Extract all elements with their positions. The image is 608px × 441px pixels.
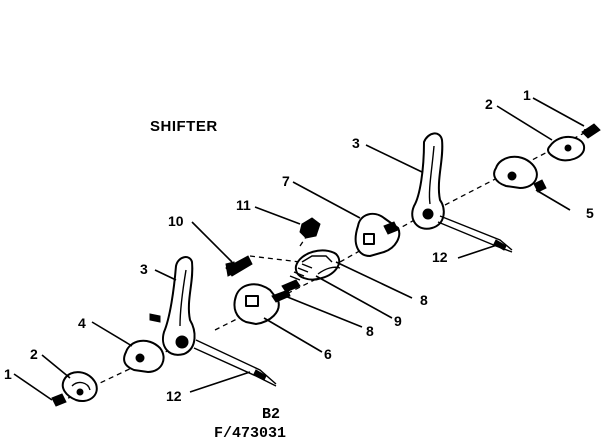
gear-part-8-bottom [281,279,301,293]
bracket-part-5 [493,155,547,193]
callout-1-left: 1 [4,366,12,382]
screw-part-1-right [581,123,601,139]
caption-line-1: B2 [262,406,280,423]
callout-5: 5 [586,205,594,221]
bolt-part-10 [225,255,253,277]
callout-2-left: 2 [30,346,38,362]
callout-1-right: 1 [523,87,531,103]
bracket-part-7 [354,212,401,257]
bracket-part-6 [233,283,291,325]
callout-12-right: 12 [432,249,448,265]
screw-part-1-left [51,393,67,407]
callout-3-left: 3 [140,261,148,277]
spring-part-9 [289,263,341,281]
callout-numbers: 1 2 3 5 7 11 10 12 8 9 8 3 4 6 2 1 12 [4,87,594,404]
callout-6: 6 [324,346,332,362]
callout-8-top: 8 [420,292,428,308]
caption-line-2: F/473031 [214,425,286,441]
callout-7: 7 [282,173,290,189]
washer-part-2-right [547,136,586,162]
callout-9: 9 [394,313,402,329]
diagram-title: SHIFTER [150,118,218,135]
washer-part-2-left [61,371,98,402]
callout-8-bottom: 8 [366,323,374,339]
callout-2-right: 2 [485,96,493,112]
shift-rod-part-12-left [193,339,277,387]
callout-11: 11 [236,197,251,213]
nut-part-11 [299,217,321,239]
callout-10: 10 [168,213,184,229]
callout-3-right: 3 [352,135,360,151]
bracket-part-4 [123,339,165,373]
shift-lever-part-3-right [411,132,445,230]
shift-lever-part-3-left [149,256,196,356]
callout-leaders [13,97,585,401]
callout-4: 4 [78,315,86,331]
callout-12-left: 12 [166,388,182,404]
shift-rod-part-12-right [437,215,513,253]
